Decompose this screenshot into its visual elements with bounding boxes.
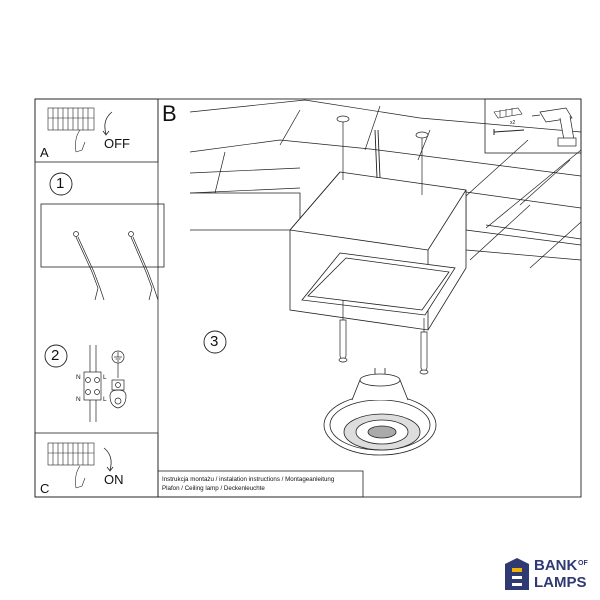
panel-c-action: ON bbox=[104, 472, 124, 487]
panel-c-box bbox=[34, 432, 159, 498]
ceiling-anchors bbox=[336, 115, 429, 195]
terminal-label-n-bottom: N bbox=[76, 396, 81, 403]
brand-word-bank: BANK bbox=[534, 557, 578, 574]
brand-logo: BANK OF LAMPS bbox=[496, 554, 600, 594]
panel-a-switch-arrow bbox=[102, 111, 113, 136]
terminal-label-l-bottom: L bbox=[103, 396, 107, 403]
terminal-label-n-top: N bbox=[76, 374, 81, 381]
step-2-number: 2 bbox=[51, 347, 60, 364]
panel-c-terminal-block bbox=[47, 442, 95, 489]
ceiling-tiles bbox=[189, 99, 582, 269]
panel-a-letter: A bbox=[40, 145, 49, 160]
lighthouse-logo-icon bbox=[505, 558, 529, 590]
caption-line-2: Plafon / Ceiling lamp / Deckenleuchte bbox=[162, 485, 265, 492]
screw-icon bbox=[493, 129, 525, 135]
panel-c-switch-arrow bbox=[103, 447, 114, 472]
tools-box bbox=[484, 98, 582, 154]
ground-icon bbox=[109, 350, 127, 409]
panel-b-letter: B bbox=[162, 101, 177, 126]
brand-word-lamps: LAMPS bbox=[534, 574, 587, 591]
step-1-number: 1 bbox=[56, 175, 65, 192]
step-1-wires bbox=[73, 231, 159, 301]
panel-a-action: OFF bbox=[104, 136, 130, 151]
step-2-connector bbox=[83, 345, 102, 422]
caption-line-1: Instrukcja montażu / instalation instruc… bbox=[162, 476, 335, 483]
brand-word-of: OF bbox=[578, 560, 588, 567]
terminal-label-l-top: L bbox=[103, 374, 107, 381]
tools-quantity: x2 bbox=[510, 120, 516, 126]
ar111-bulb bbox=[323, 368, 437, 456]
wall-plug-icon bbox=[493, 107, 523, 119]
lamp-housing bbox=[289, 171, 467, 331]
suspension-cable bbox=[374, 129, 381, 179]
caption-box bbox=[157, 470, 364, 498]
mounting-screws bbox=[338, 300, 429, 375]
panel-a-terminal-block bbox=[47, 107, 95, 153]
step-3-number: 3 bbox=[210, 333, 219, 350]
panel-c-letter: C bbox=[40, 481, 50, 496]
step-1-box bbox=[40, 203, 165, 268]
step-2-circle bbox=[44, 344, 68, 368]
step-3-circle bbox=[203, 330, 227, 354]
panel-a-box bbox=[34, 98, 159, 163]
drill-icon bbox=[531, 107, 577, 147]
step-1-circle bbox=[49, 172, 73, 196]
